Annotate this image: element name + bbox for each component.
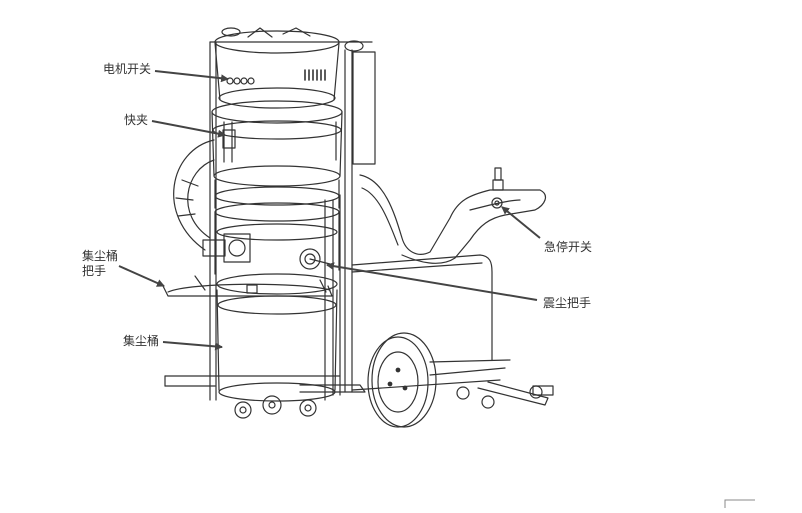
label-dust-shake-handle: 震尘把手 — [543, 296, 591, 311]
main-wheel — [367, 332, 437, 428]
motor-head — [214, 27, 364, 109]
label-quick-clamp: 快夹 — [124, 113, 148, 128]
cart-arm — [359, 167, 547, 264]
label-dust-bucket-text: 集尘桶 — [123, 334, 160, 348]
caster-wheels — [234, 385, 543, 419]
label-motor-switch: 电机开关 — [103, 62, 151, 77]
label-dust-bucket-handle-line2: 把手 — [82, 264, 107, 278]
label-emergency-stop: 急停开关 — [544, 240, 592, 255]
filter-drum — [211, 100, 343, 209]
frame-posts — [209, 41, 376, 401]
leader-quick-clamp — [151, 120, 226, 138]
label-emergency-stop-text: 急停开关 — [544, 240, 593, 254]
bucket-handle — [162, 275, 333, 297]
leader-emergency-stop — [501, 206, 541, 239]
leader-dust-bucket — [162, 341, 223, 351]
rear-frame — [351, 254, 511, 363]
label-dust-shake-handle-text: 震尘把手 — [543, 296, 592, 310]
label-quick-clamp-text: 快夹 — [124, 113, 149, 127]
base-frame — [164, 367, 554, 406]
separator-section — [214, 202, 340, 275]
label-motor-switch-text: 电机开关 — [103, 62, 152, 76]
dust-bucket-body — [216, 273, 338, 402]
inlet-hose — [173, 139, 251, 263]
page-corner-mark — [724, 499, 755, 508]
label-dust-bucket: 集尘桶 — [123, 334, 159, 349]
label-dust-bucket-handle-line1: 集尘桶 — [82, 249, 119, 263]
leader-bucket-handle — [118, 265, 165, 287]
label-dust-bucket-handle: 集尘桶 把手 — [82, 249, 118, 279]
leader-motor-switch — [154, 70, 229, 83]
leader-dust-shake — [326, 262, 538, 301]
